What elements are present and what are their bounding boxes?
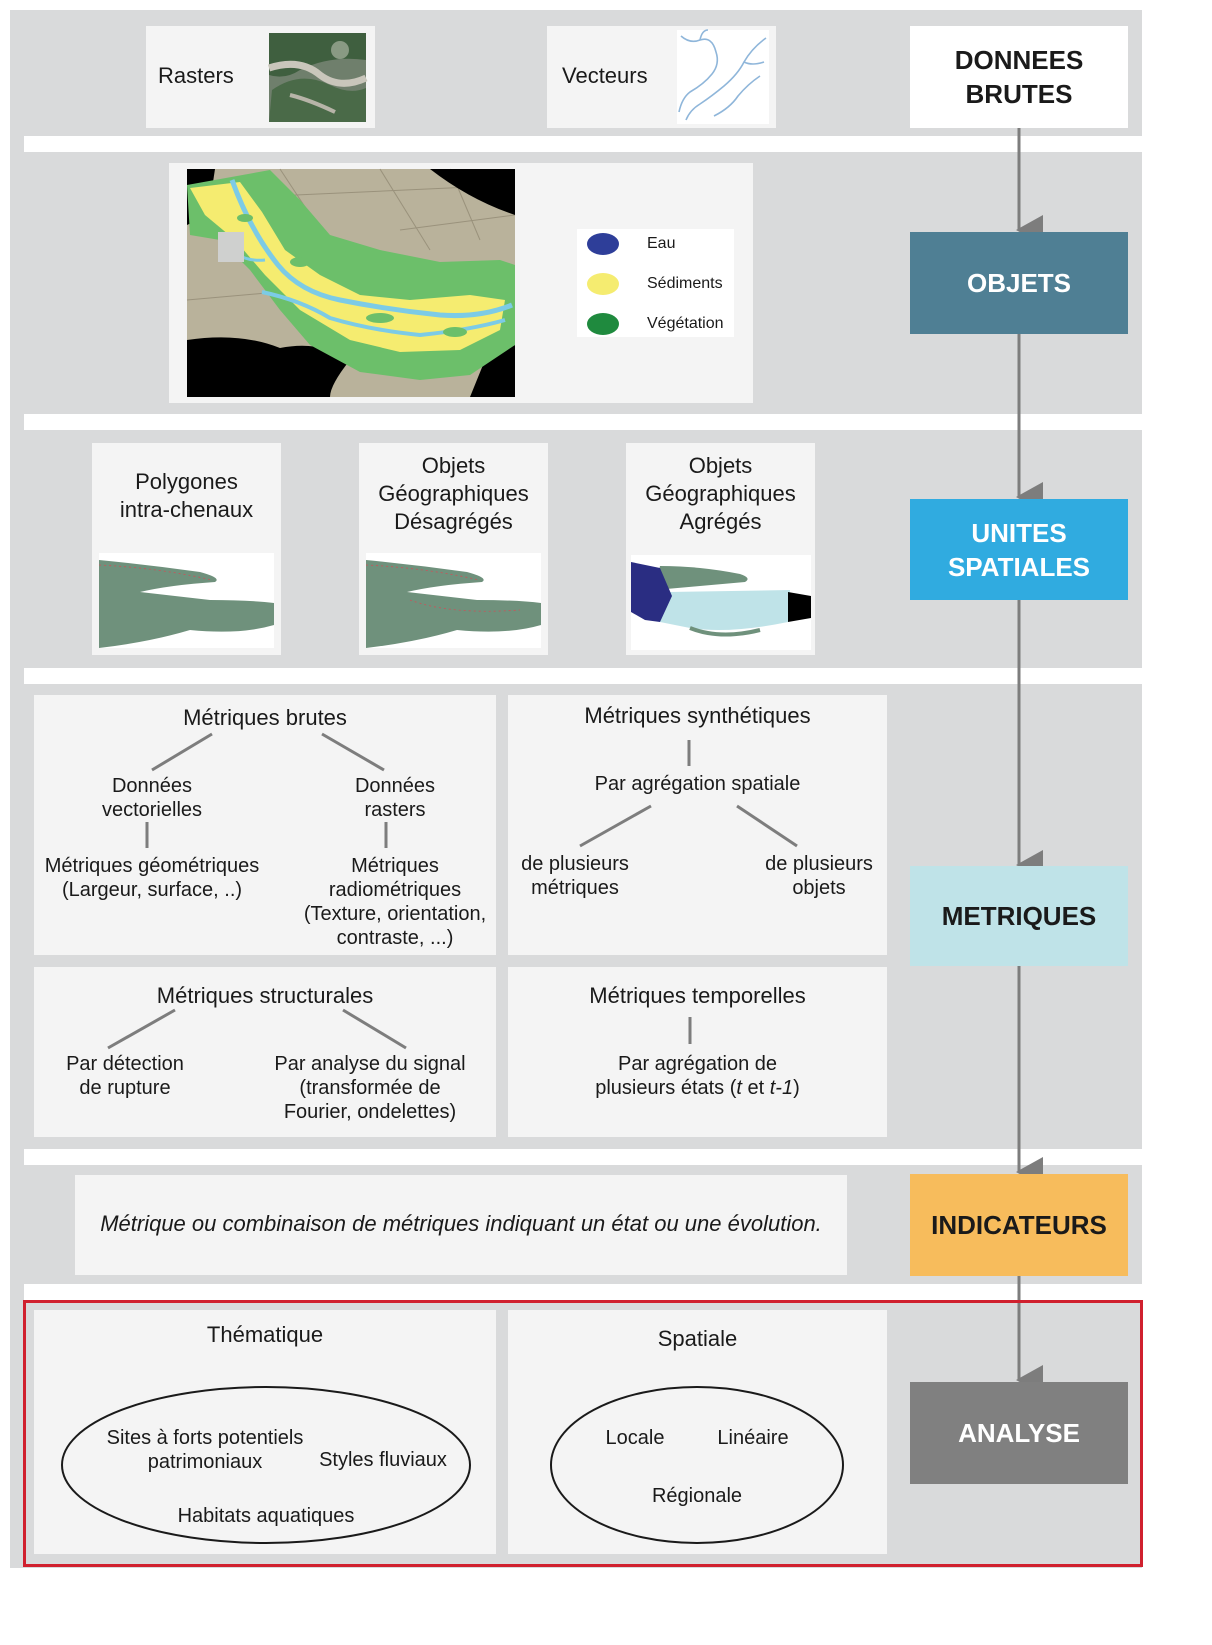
thematique-item-styles: Styles fluviaux [319, 1449, 447, 1471]
vecteurs-label: Vecteurs [562, 63, 648, 88]
stage-unites-spatiales: UNITES SPATIALES [910, 499, 1128, 600]
legend-swatch-2 [587, 273, 619, 295]
metriques-temporelles-card [508, 967, 887, 1137]
metriques-structurales-card [34, 967, 496, 1137]
metriques-brutes-title: Métriques brutes [183, 705, 347, 730]
de-plusieurs-metriques: de plusieurs métriques [521, 853, 629, 899]
metriques-geometriques: Métriques géométriques (Largeur, surface… [44, 855, 260, 901]
temporelles-t: t [736, 1077, 742, 1099]
spatiale-ellipse [550, 1386, 844, 1544]
stage-indicateurs: INDICATEURS [910, 1174, 1128, 1276]
desagreges-title: Objets Géographiques Désagrégés [378, 453, 529, 534]
thematique-item-sites: Sites à forts potentiels patrimoniaux [106, 1427, 304, 1473]
metriques-temporelles-title: Métriques temporelles [589, 983, 806, 1008]
de-plusieurs-objets: de plusieurs objets [765, 853, 873, 899]
rasters-label: Rasters [158, 63, 234, 88]
spatiale-title: Spatiale [657, 1326, 738, 1351]
metriques-synthetiques-title: Métriques synthétiques [584, 703, 811, 728]
metriques-brutes-card [34, 695, 496, 955]
donnees-vectorielles: Données vectorielles [101, 775, 203, 821]
temporelles-line1: Par agrégation de [617, 1053, 777, 1075]
par-agregation-etats: Par agrégation de plusieurs états (t et … [508, 1052, 887, 1100]
metriques-radiometriques: Métriques radiométriques (Texture, orien… [303, 855, 487, 949]
legend-label-1: Eau [647, 235, 676, 252]
thematique-card [34, 1310, 496, 1554]
spatiale-item-lineaire: Linéaire [717, 1427, 789, 1449]
legend-label-2: Sédiments [647, 275, 723, 292]
stage-donnees-brutes: DONNEES BRUTES [910, 26, 1128, 128]
stage-metriques: METRIQUES [910, 866, 1128, 966]
par-detection-rupture: Par détection de rupture [66, 1053, 184, 1099]
legend-swatch-3 [587, 313, 619, 335]
thematique-ellipse [61, 1386, 471, 1544]
thematique-title: Thématique [206, 1322, 324, 1347]
legend-label-3: Végétation [647, 315, 724, 332]
polygones-title: Polygones intra-chenaux [119, 469, 254, 522]
agreges-title: Objets Géographiques Agrégés [645, 453, 796, 534]
temporelles-t1: t-1 [769, 1077, 794, 1099]
spatiale-item-locale: Locale [605, 1427, 665, 1449]
temporelles-close: ) [793, 1077, 800, 1099]
donnees-rasters: Données rasters [354, 775, 436, 821]
left-frame-strip [10, 136, 24, 1568]
temporelles-line2-prefix: plusieurs états ( [595, 1077, 737, 1099]
spatiale-item-regionale: Régionale [651, 1485, 743, 1507]
legend-swatch-1 [587, 233, 619, 255]
metriques-synthetiques-card [508, 695, 887, 955]
analyse-highlight-frame [23, 1300, 1143, 1567]
indicateurs-definition: Métrique ou combinaison de métriques ind… [100, 1211, 822, 1236]
stage-analyse: ANALYSE [910, 1382, 1128, 1484]
thematique-item-habitats: Habitats aquatiques [177, 1505, 355, 1527]
par-agregation-spatiale: Par agrégation spatiale [594, 773, 801, 795]
stage-objets: OBJETS [910, 232, 1128, 334]
metriques-structurales-title: Métriques structurales [156, 983, 374, 1008]
par-analyse-signal: Par analyse du signal (transformée de Fo… [274, 1053, 466, 1123]
temporelles-et: et [741, 1077, 770, 1099]
indicateurs-card [75, 1175, 847, 1275]
spatiale-card [508, 1310, 887, 1554]
